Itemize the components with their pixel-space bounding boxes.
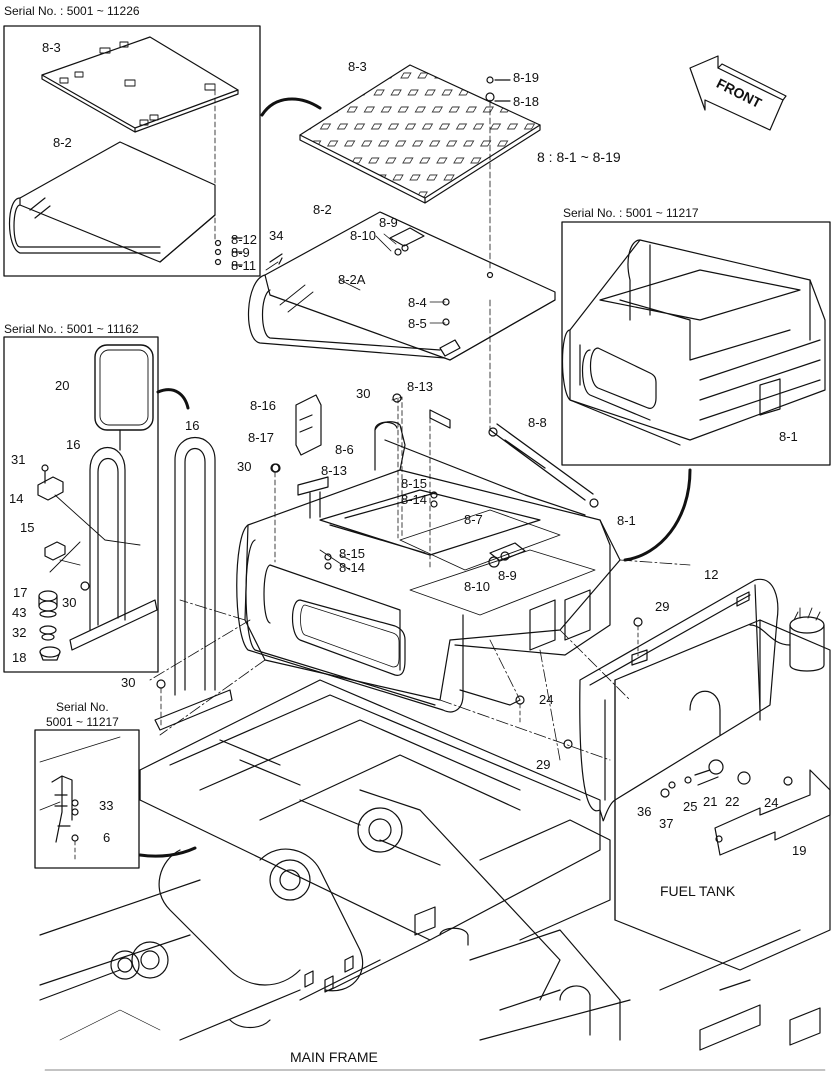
front-arrow	[689, 55, 784, 131]
callout-30-stand: 30	[237, 459, 252, 474]
transfer-arrow-left	[156, 388, 190, 410]
callout-16-inset: 16	[66, 437, 81, 452]
serial-note-bottom-line2: 5001 ~ 11217	[46, 715, 119, 729]
tank-cover	[579, 578, 779, 822]
callout-14: 14	[9, 491, 24, 506]
callout-29: 29	[536, 757, 551, 772]
callout-8-14-top: 8-14	[401, 492, 428, 507]
tank-bracket	[714, 769, 831, 856]
callout-20: 20	[55, 378, 70, 393]
callout-8-6: 8-6	[335, 442, 354, 457]
callout-8-9: 8-9	[498, 568, 517, 583]
grab-handle	[174, 436, 216, 696]
gas-spring	[489, 423, 594, 501]
kit-note: 8 : 8-1 ~ 8-19	[537, 149, 621, 165]
callout-33: 33	[99, 798, 114, 813]
callout-8-17: 8-17	[248, 430, 275, 445]
callout-15: 15	[20, 520, 35, 535]
callout-8-14: 8-14	[339, 560, 366, 575]
callout-8-3: 8-3	[348, 59, 367, 74]
callout-8-7: 8-7	[464, 512, 483, 527]
callout-8-12: 8-12	[231, 232, 258, 247]
callout-8-2A: 8-2A	[338, 272, 366, 287]
callout-22: 22	[725, 794, 740, 809]
callout-8-1-inset: 8-1	[779, 429, 798, 444]
seat-stand	[244, 469, 621, 701]
inset-plate	[41, 36, 239, 129]
callout-8-2-inset: 8-2	[53, 135, 72, 150]
callout-8-13: 8-13	[321, 463, 348, 478]
perforated-plate	[299, 64, 541, 199]
callout-19: 19	[792, 843, 807, 858]
inset-frame-right	[561, 221, 831, 466]
callout-30-inset: 30	[62, 595, 77, 610]
callout-8-1: 8-1	[617, 513, 636, 528]
inset-seat-stand	[569, 239, 826, 441]
callout-21: 21	[703, 794, 718, 809]
callout-43: 43	[12, 605, 27, 620]
mirror	[94, 344, 154, 431]
callout-32: 32	[12, 625, 27, 640]
fuel-tank-label: FUEL TANK	[660, 883, 736, 899]
serial-note-top-left: Serial No. : 5001 ~ 11226	[4, 4, 140, 18]
serial-note-left: Serial No. : 5001 ~ 11162	[4, 322, 139, 336]
callout-8-10-cover: 8-10	[350, 228, 377, 243]
inset-frame-left	[3, 336, 159, 673]
callout-24: 24	[764, 795, 779, 810]
serial-note-right: Serial No. : 5001 ~ 11217	[563, 206, 699, 220]
inset-frame-bottom	[34, 729, 140, 869]
callout-30-handle: 30	[121, 675, 136, 690]
callout-8-15: 8-15	[339, 546, 366, 561]
callout-25: 25	[683, 799, 698, 814]
main-frame-label: MAIN FRAME	[290, 1049, 378, 1065]
serial-note-bottom-line1: Serial No.	[56, 700, 109, 714]
callout-8-10: 8-10	[464, 579, 491, 594]
callout-8-13-top: 8-13	[407, 379, 434, 394]
inset-frame-top-left	[3, 25, 261, 277]
callout-29-top: 29	[655, 599, 670, 614]
floor-cover	[264, 211, 556, 361]
callout-8-9-inset: 8-9	[231, 245, 250, 260]
callout-16: 16	[185, 418, 200, 433]
callout-31: 31	[11, 452, 26, 467]
transfer-arrow-top	[260, 97, 322, 117]
callout-8-8: 8-8	[528, 415, 547, 430]
callout-8-11: 8-11	[231, 258, 257, 273]
callout-6: 6	[103, 830, 111, 845]
callout-12: 12	[704, 567, 719, 582]
callout-37: 37	[659, 816, 674, 831]
callout-18: 18	[12, 650, 27, 665]
callout-8-3-inset: 8-3	[42, 40, 61, 55]
callout-8-15-top: 8-15	[401, 476, 428, 491]
transfer-arrow-right	[623, 468, 692, 562]
inset-cover	[19, 141, 216, 263]
callout-8-9-cover: 8-9	[379, 215, 398, 230]
fuel-tank	[614, 619, 831, 971]
transfer-arrow-bottom	[138, 846, 197, 858]
callout-8-4: 8-4	[408, 295, 427, 310]
callout-17: 17	[13, 585, 28, 600]
callout-8-16: 8-16	[250, 398, 277, 413]
callout-8-2: 8-2	[313, 202, 332, 217]
callout-30-top: 30	[356, 386, 371, 401]
callout-36: 36	[637, 804, 652, 819]
callout-34: 34	[269, 228, 284, 243]
callout-8-5: 8-5	[408, 316, 427, 331]
callout-8-19: 8-19	[513, 70, 540, 85]
callout-8-18: 8-18	[513, 94, 540, 109]
callout-24-stand: 24	[539, 692, 554, 707]
